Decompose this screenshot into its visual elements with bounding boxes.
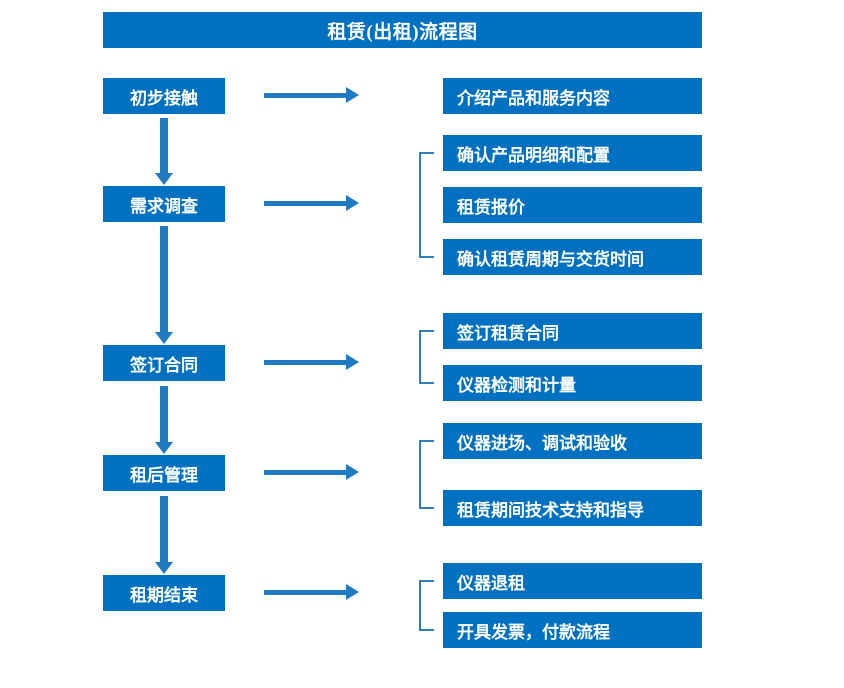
right-arrow-icon-1 bbox=[264, 87, 359, 103]
stage-box-sign-contract[interactable]: 签订合同 bbox=[103, 345, 225, 381]
arrowhead-icon bbox=[346, 584, 359, 600]
stage-box-initial-contact[interactable]: 初步接触 bbox=[103, 78, 225, 114]
detail-box-sign-lease-contract[interactable]: 签订租赁合同 bbox=[443, 313, 702, 349]
detail-box-invoice-payment[interactable]: 开具发票，付款流程 bbox=[443, 612, 702, 648]
detail-box-confirm-product-details[interactable]: 确认产品明细和配置 bbox=[443, 135, 702, 171]
down-arrow-icon-4 bbox=[155, 496, 173, 574]
stage-box-lease-end[interactable]: 租期结束 bbox=[103, 575, 225, 611]
detail-box-instrument-delivery-commissioning[interactable]: 仪器进场、调试和验收 bbox=[443, 423, 702, 459]
down-arrow-icon-1 bbox=[155, 118, 173, 185]
arrowhead-icon bbox=[346, 354, 359, 370]
group-bracket-lease-end bbox=[419, 580, 434, 631]
arrowhead-icon bbox=[155, 173, 173, 185]
detail-box-lease-quotation[interactable]: 租赁报价 bbox=[443, 187, 702, 223]
right-arrow-icon-4 bbox=[264, 464, 359, 480]
stage-box-requirement-survey[interactable]: 需求调查 bbox=[103, 186, 225, 222]
right-arrow-icon-3 bbox=[264, 354, 359, 370]
detail-box-technical-support[interactable]: 租赁期间技术支持和指导 bbox=[443, 490, 702, 526]
arrowhead-icon bbox=[155, 442, 173, 454]
arrowhead-icon bbox=[346, 464, 359, 480]
arrowhead-icon bbox=[346, 195, 359, 211]
detail-box-instrument-return[interactable]: 仪器退租 bbox=[443, 563, 702, 599]
down-arrow-icon-2 bbox=[155, 226, 173, 344]
right-arrow-icon-2 bbox=[264, 195, 359, 211]
group-bracket-sign-contract bbox=[419, 330, 434, 384]
detail-box-instrument-inspection[interactable]: 仪器检测和计量 bbox=[443, 365, 702, 401]
right-arrow-icon-5 bbox=[264, 584, 359, 600]
page-title: 租赁(出租)流程图 bbox=[103, 12, 702, 48]
group-bracket-requirement-survey bbox=[419, 152, 434, 258]
group-bracket-post-lease-management bbox=[419, 440, 434, 509]
detail-box-confirm-lease-period[interactable]: 确认租赁周期与交货时间 bbox=[443, 239, 702, 275]
arrowhead-icon bbox=[155, 332, 173, 344]
detail-box-introduce-products[interactable]: 介绍产品和服务内容 bbox=[443, 78, 702, 114]
arrowhead-icon bbox=[155, 562, 173, 574]
down-arrow-icon-3 bbox=[155, 386, 173, 454]
arrowhead-icon bbox=[346, 87, 359, 103]
stage-box-post-lease-management[interactable]: 租后管理 bbox=[103, 455, 225, 491]
